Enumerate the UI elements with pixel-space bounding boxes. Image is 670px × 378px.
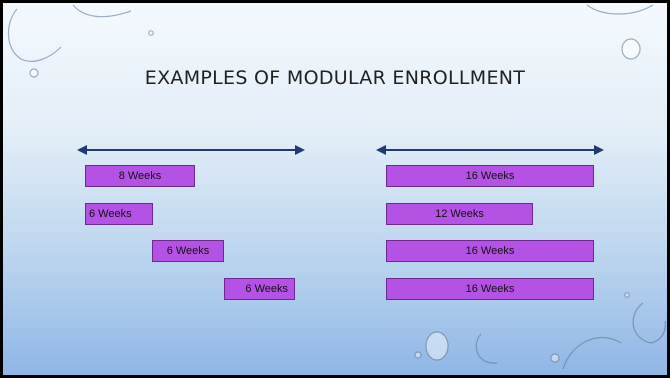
module-bar-6-weeks-1: 6 Weeks [85, 203, 153, 225]
slide: EXAMPLES OF MODULAR ENROLLMENT 8 Weeks 6… [3, 3, 667, 375]
water-bubbles-decoration [7, 4, 666, 370]
left-timeline-arrow [77, 145, 305, 155]
module-bar-12-weeks: 12 Weeks [386, 203, 533, 225]
slide-title: EXAMPLES OF MODULAR ENROLLMENT [144, 67, 526, 89]
module-bar-16-weeks-1: 16 Weeks [386, 165, 594, 187]
module-bar-8-weeks: 8 Weeks [85, 165, 195, 187]
module-bar-6-weeks-2: 6 Weeks [152, 240, 224, 262]
module-bar-16-weeks-2: 16 Weeks [386, 240, 594, 262]
right-timeline-arrow [376, 145, 604, 155]
module-bar-6-weeks-3: 6 Weeks [224, 278, 295, 300]
module-bar-16-weeks-3: 16 Weeks [386, 278, 594, 300]
